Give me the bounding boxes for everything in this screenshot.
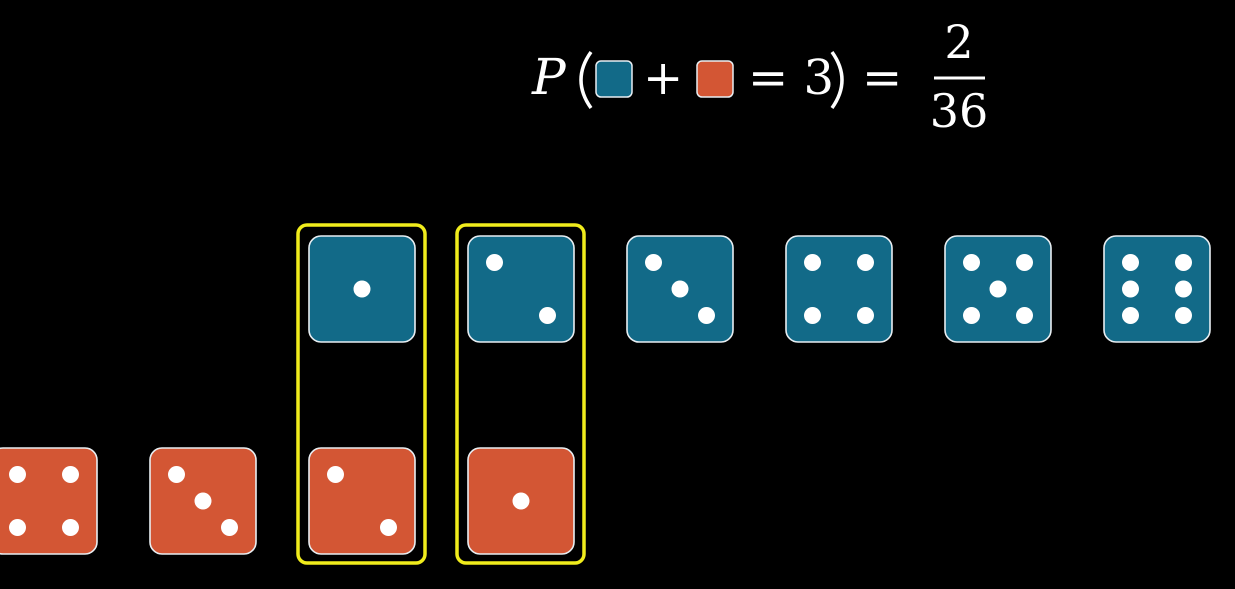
blue-die-6 [1103,235,1211,343]
highlight-box-pair-2 [455,223,586,565]
die-pip [9,466,26,483]
blue-die-3 [626,235,734,343]
die-pip [698,307,715,324]
die-pip [804,307,821,324]
die-pip [671,280,689,298]
die-pip [1016,254,1033,271]
die-face [0,447,98,555]
die-pip [1122,254,1139,271]
die-face [1103,235,1211,343]
die-pip [539,307,556,324]
blue-die-4 [785,235,893,343]
die-pip [486,254,503,271]
die-pip [963,307,980,324]
orange-die-4 [0,447,98,555]
orange-die-3 [149,447,257,555]
die-pip [963,254,980,271]
die-pip [221,519,238,536]
formula-equals: = [862,50,902,106]
blue-die-1 [308,235,416,343]
die-pip [1016,307,1033,324]
fraction-numerator: 2 [944,15,973,69]
formula-orange-die-square [696,60,734,98]
die-pip [62,519,79,536]
die-pip [1175,307,1192,324]
die-pip [1122,307,1139,324]
probability-formula: P + = 3 = 2 36 [531,15,988,138]
die-pip [857,307,874,324]
die-pip [168,466,185,483]
die-pip [62,466,79,483]
die-pip [9,519,26,536]
die-pip [989,280,1007,298]
blue-die-2 [467,235,575,343]
die-pip [645,254,662,271]
die-pip [1175,280,1192,298]
die-pip [194,492,212,510]
fraction-denominator: 36 [930,84,989,138]
highlighted-pairs [296,223,586,565]
die-face [467,235,575,343]
die-pip [353,280,371,298]
die-pip [512,492,530,510]
highlight-box-pair-1 [296,223,427,565]
blue-dice-row [308,235,1211,343]
die-pip [1175,254,1192,271]
formula-equals-three: = 3 [748,50,834,106]
formula-left-paren [579,50,593,110]
die-face [785,235,893,343]
formula-plus: + [643,50,683,106]
blue-die-5 [944,235,1052,343]
die-pip [1122,280,1139,298]
formula-right-paren [830,50,844,110]
die-pip [327,466,344,483]
orange-die-1 [467,447,575,555]
orange-die-2 [308,447,416,555]
die-pip [804,254,821,271]
die-pip [380,519,397,536]
orange-dice-row [0,447,575,555]
die-pip [857,254,874,271]
die-face [308,447,416,555]
formula-blue-die-square [595,60,633,98]
formula-p: P [531,48,567,106]
